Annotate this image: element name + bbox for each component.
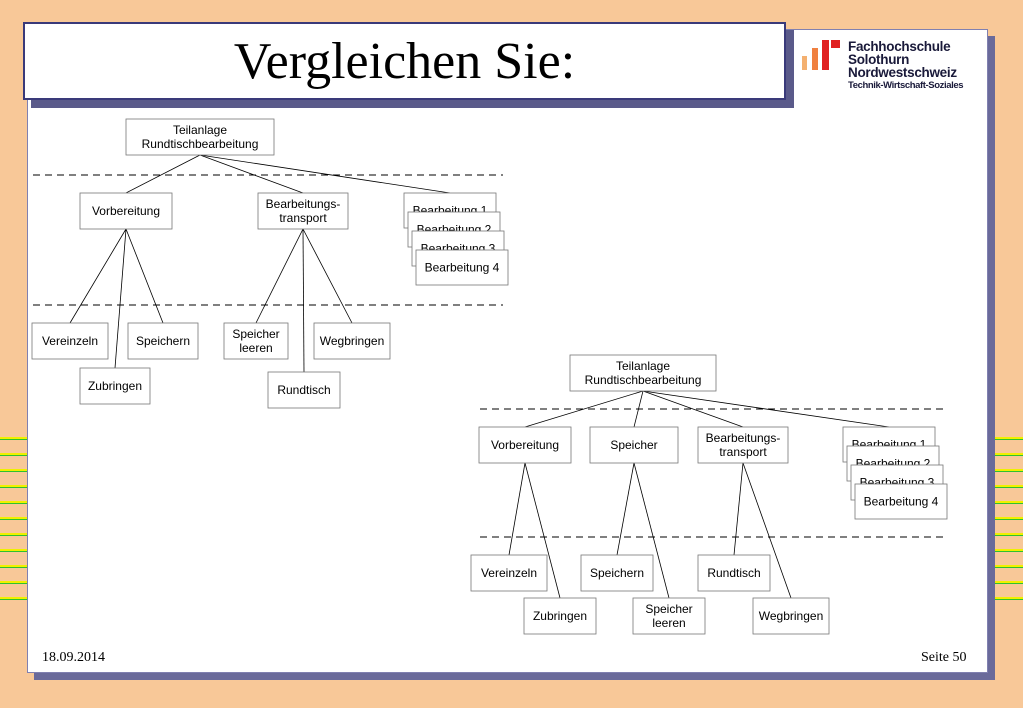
diagram2-leaf-2-1-box [580,554,654,592]
connector-line [633,462,670,599]
connector-line [302,228,353,324]
diagram2-root-label: Teilanlage [616,359,670,373]
diagram2-bearbeitung-4-label: Bearbeitung 4 [864,495,939,509]
diagram2-root-box [569,354,717,392]
diagram2-leaf-2-2-label: leeren [652,616,685,630]
diagram2-leaf-2-2-label: Speicher [645,602,692,616]
diagram1-leaf-2-1-box [223,322,289,360]
logo-text: Fachhochschule Solothurn Nordwestschweiz… [848,39,964,92]
diagram1-leaf-2-2-label: Rundtisch [277,383,330,397]
diagram2-node-2-label: Speicher [610,438,657,452]
diagram2-node-3-label: Bearbeitungs- [706,431,781,445]
diagram1-bearbeitung-4-label: Bearbeitung 4 [425,261,500,275]
diagram1-leaf-1-2-box [79,367,151,405]
connector-line [114,228,127,369]
diagram1-leaf-2-2-box [267,371,341,409]
connector-line [255,228,304,324]
connector-line [69,228,127,324]
diagram2-leaf-1-2-label: Zubringen [533,609,587,623]
connector-line [733,462,744,556]
left-stripe-decoration [0,437,30,602]
logo-mark-icon [802,40,840,70]
connector-line [524,462,561,599]
diagram2-leaf-1-1-label: Vereinzeln [481,566,537,580]
diagram1-leaf-1-2-label: Zubringen [88,379,142,393]
connector-line [125,228,164,324]
diagram1-leaf-2-3-label: Wegbringen [320,334,385,348]
connector-line [199,154,304,194]
diagram1-leaf-1-1-box [31,322,109,360]
connector-line [642,390,890,428]
diagram1-node-2-label: transport [279,211,327,225]
diagram2-leaf-1-2-box [523,597,597,635]
diagram1-leaf-2-1-label: leeren [239,341,272,355]
diagram1-root-label: Rundtischbearbeitung [142,137,259,151]
diagram2-leaf-1-1-box [470,554,548,592]
diagram1-node-1-label: Vorbereitung [92,204,160,218]
diagram2-leaf-3-1-box [697,554,771,592]
diagram1-leaf-2-1-label: Speicher [232,327,279,341]
diagram2-node-2-box [589,426,679,464]
school-logo: Fachhochschule Solothurn Nordwestschweiz… [800,38,980,94]
diagram1-leaf-1-1-label: Vereinzeln [42,334,98,348]
connector-line [302,228,305,373]
logo-line-1: Fachhochschule [848,39,951,54]
connector-line [742,462,792,599]
diagram1-node-2-box [257,192,349,230]
footer-date: 18.09.2014 [42,650,105,665]
diagram1-node-2-label: Bearbeitungs- [266,197,341,211]
connector-line [508,462,526,556]
slide-title: Vergleichen Sie: [23,22,786,100]
diagram2-node-1-box [478,426,572,464]
diagram1-bearbeitung-4-box [415,249,509,286]
connector-line [616,462,635,556]
logo-line-2: Solothurn [848,52,910,67]
footer-page-number: Seite 50 [921,650,967,665]
diagram2-node-3-box [697,426,789,464]
logo-line-4: Technik-Wirtschaft-Soziales [848,80,964,91]
diagram1-root-label: Teilanlage [173,123,227,137]
connector-line [642,390,744,428]
diagram1-node-1-box [79,192,173,230]
connector-line [524,390,644,428]
right-stripe-decoration [995,437,1023,602]
connector-line [199,154,451,194]
connector-line [125,154,201,194]
diagram2-bearbeitung-4-box [854,483,948,520]
diagram2-root-label: Rundtischbearbeitung [585,373,702,387]
diagram2-node-1-label: Vorbereitung [491,438,559,452]
diagram2-leaf-2-1-label: Speichern [590,566,644,580]
diagram1-leaf-2-3-box [313,322,391,360]
diagram1-root-box [125,118,275,156]
logo-line-3: Nordwestschweiz [848,65,957,80]
diagram2-leaf-3-1-label: Rundtisch [707,566,760,580]
diagram2-leaf-3-2-box [752,597,830,635]
diagram2-leaf-3-2-label: Wegbringen [759,609,824,623]
diagram1-leaf-1-3-box [127,322,199,360]
diagram2-node-3-label: transport [719,445,767,459]
diagram1-leaf-1-3-label: Speichern [136,334,190,348]
diagram2-leaf-2-2-box [632,597,706,635]
